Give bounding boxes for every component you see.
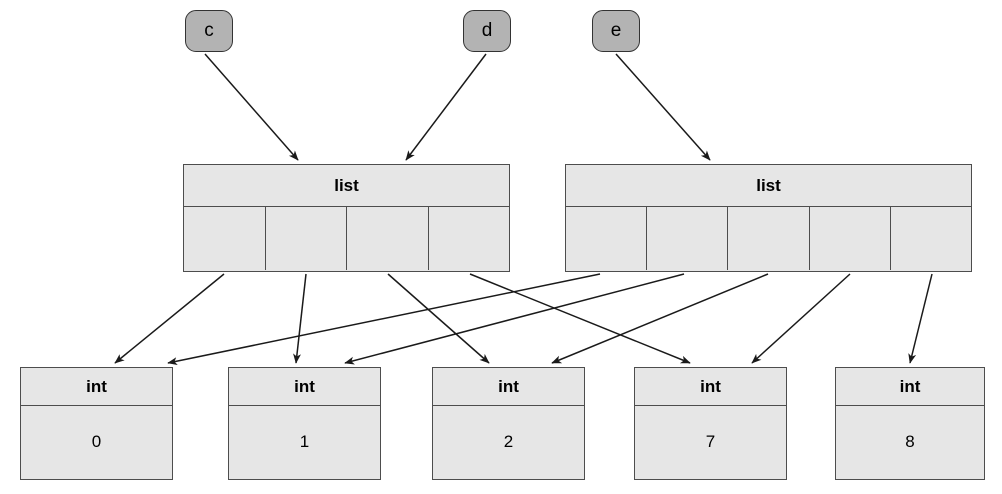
int-object-value: 7 [635, 406, 786, 478]
list-cell-1[interactable] [265, 207, 347, 270]
int-object-title: int [21, 368, 172, 406]
int-object-title: int [229, 368, 380, 406]
edge-c-to-list-left [204, 53, 299, 161]
edge-left-cell3-to-int7 [469, 273, 691, 364]
edge-right-cell3-to-int7 [751, 273, 851, 364]
list-cell-3[interactable] [428, 207, 509, 270]
list-cell-row [566, 207, 972, 270]
list-object-list-right[interactable]: list [565, 164, 972, 272]
variable-node-d[interactable]: d [463, 10, 511, 52]
edge-left-cell0-to-int0 [114, 273, 225, 364]
list-cell-2[interactable] [347, 207, 429, 270]
edge-right-cell4-to-int8 [908, 273, 933, 364]
variable-node-c[interactable]: c [185, 10, 233, 52]
int-object-title: int [836, 368, 984, 406]
list-cell-1[interactable] [647, 207, 729, 270]
int-object-title: int [433, 368, 584, 406]
variable-node-e[interactable]: e [592, 10, 640, 52]
edge-left-cell2-to-int2 [387, 273, 490, 364]
edge-right-cell2-to-int2 [551, 273, 769, 364]
list-object-title: list [184, 165, 509, 207]
edge-group [114, 53, 933, 366]
list-cell-2[interactable] [728, 207, 810, 270]
variable-label: d [481, 20, 493, 41]
edge-right-cell0-to-int0 [167, 273, 601, 366]
int-object-value: 8 [836, 406, 984, 478]
list-cell-4[interactable] [890, 207, 972, 270]
list-cell-0[interactable] [184, 207, 266, 270]
list-cell-0[interactable] [566, 207, 648, 270]
variable-label: e [610, 20, 622, 41]
list-cell-3[interactable] [809, 207, 891, 270]
int-object-value: 2 [433, 406, 584, 478]
edge-right-cell1-to-int1 [344, 273, 685, 365]
list-cell-row [184, 207, 509, 270]
int-object-value: 1 [229, 406, 380, 478]
int-object-title: int [635, 368, 786, 406]
int-object-value: 0 [21, 406, 172, 478]
edge-left-cell1-to-int1 [293, 273, 307, 364]
edge-e-to-list-right [615, 53, 711, 161]
variable-label: c [204, 20, 214, 41]
list-object-list-left[interactable]: list [183, 164, 510, 272]
list-object-title: list [566, 165, 971, 207]
edge-d-to-list-left [405, 53, 487, 161]
